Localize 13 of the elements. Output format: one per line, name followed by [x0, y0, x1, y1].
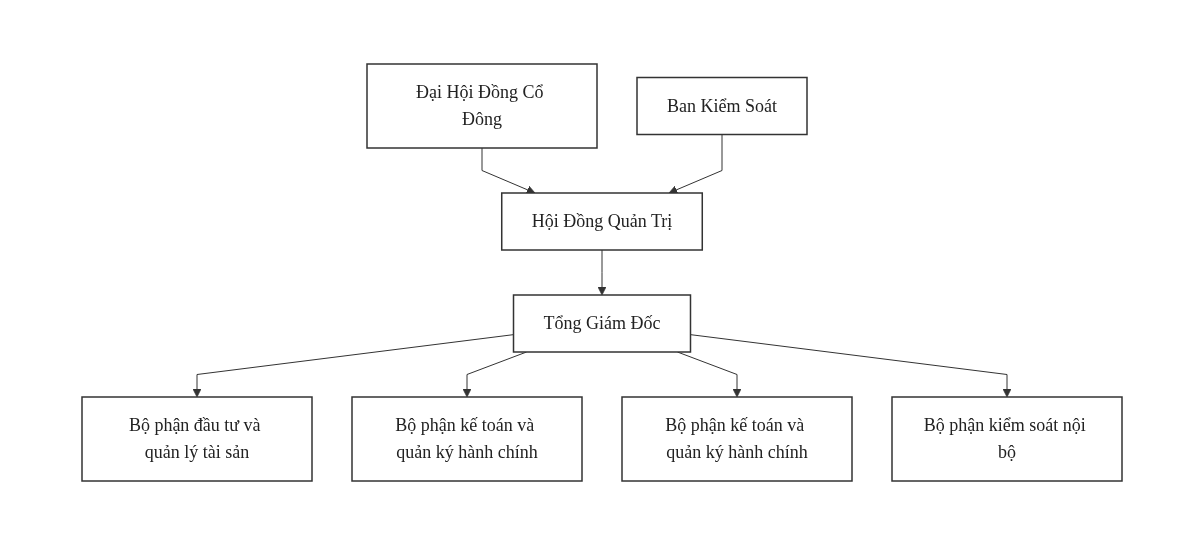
arrow: [481, 147, 536, 194]
node-box: Bộ phận đầu tư và quản lý tài sản: [81, 396, 313, 482]
arrow: [192, 334, 514, 398]
node-box: Bộ phận kế toán và quản ký hành chính: [621, 396, 853, 482]
node-box: Hội Đồng Quản Trị: [501, 192, 703, 251]
arrow: [668, 134, 723, 194]
arrow: [597, 249, 607, 296]
node-box: Tổng Giám Đốc: [512, 294, 692, 353]
arrow: [690, 334, 1012, 398]
node-box: Đại Hội Đồng Cổ Đông: [366, 63, 598, 149]
node-box: Bộ phận kiểm soát nội bộ: [891, 396, 1123, 482]
node-box: Ban Kiểm Soát: [636, 76, 808, 136]
node-box: Bộ phận kế toán và quản ký hành chính: [351, 396, 583, 482]
